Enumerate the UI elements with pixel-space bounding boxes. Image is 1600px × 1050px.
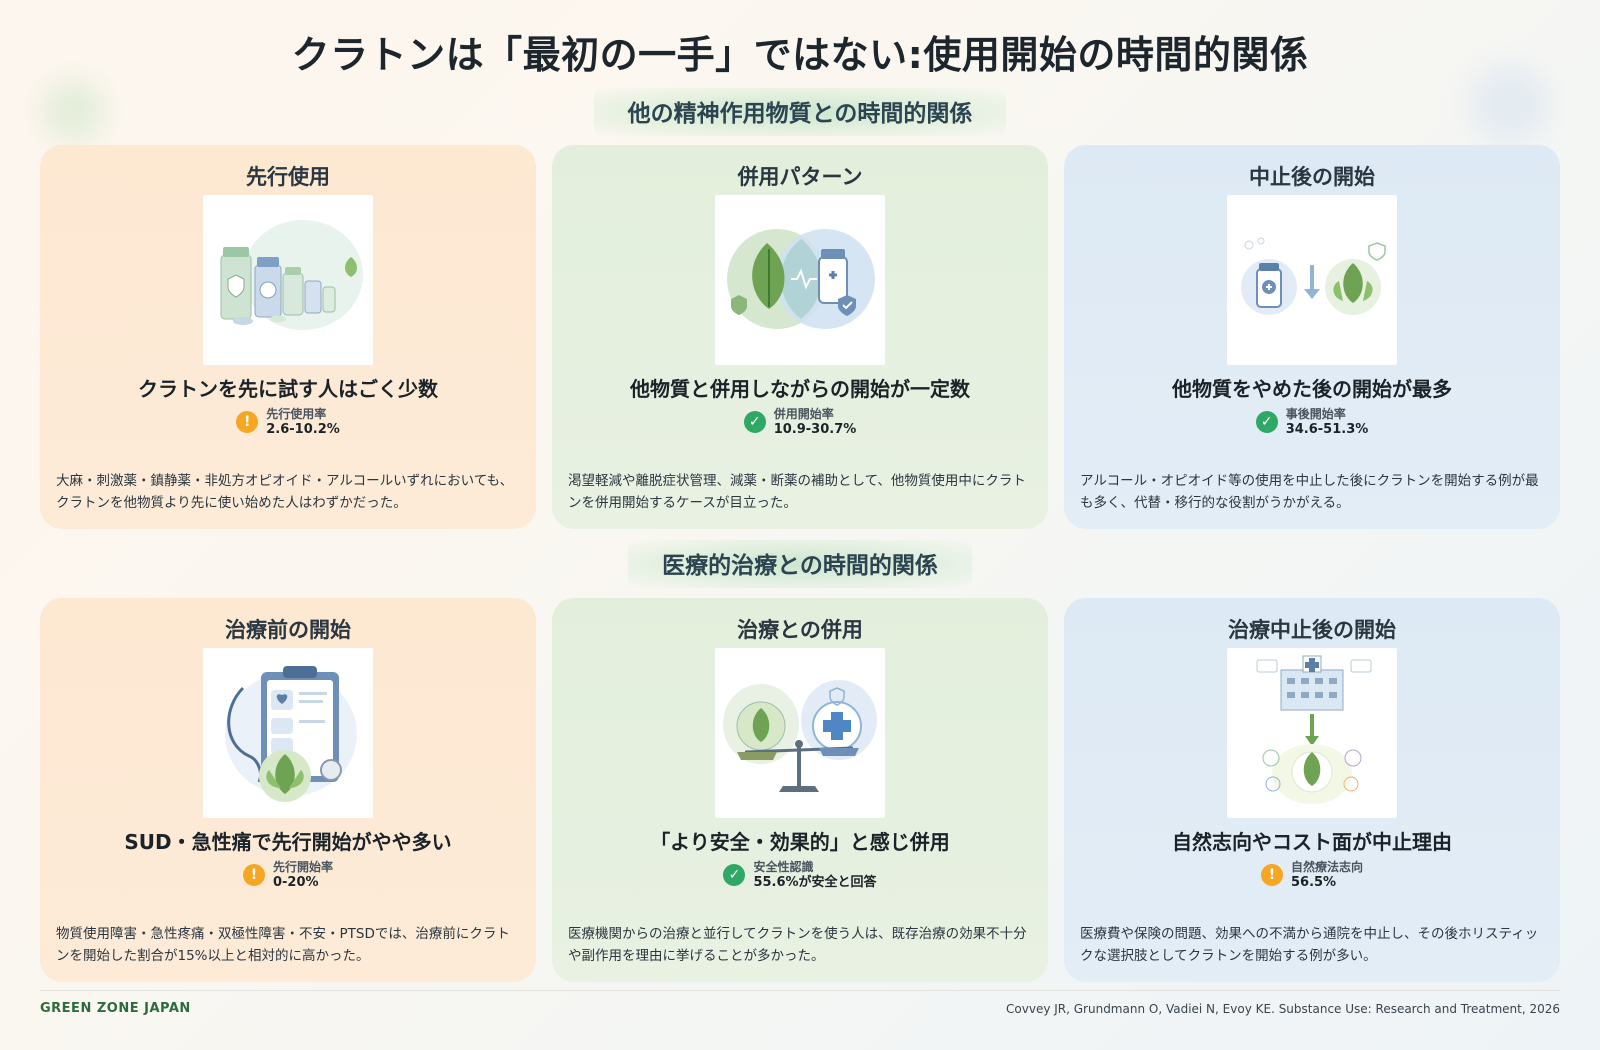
card-description: アルコール・オピオイド等の使用を中止した後にクラトンを開始する例が最も多く、代替… (1080, 473, 1539, 511)
card-title: 治療との併用 (737, 618, 863, 642)
stat-label: 自然療法志向 (1290, 860, 1363, 874)
card-headline: 他物質と併用しながらの開始が一定数 (630, 377, 970, 401)
check-icon: ✓ (1255, 411, 1278, 433)
medicine-bottles-illustration (203, 195, 373, 365)
card-before-treatment: 治療前の開始 SUD・急性痛で先行開始がやや多い (40, 598, 536, 982)
card-stat: ! 先行使用率 2.6-10.2% (40, 407, 536, 437)
card-headline: 他物質をやめた後の開始が最多 (1172, 377, 1452, 401)
stat-label: 安全性認識 (753, 860, 814, 874)
card-stat: ✓ 事後開始率 34.6-51.3% (1064, 407, 1560, 437)
card-description: 大麻・刺激薬・鎮静薬・非処方オピオイド・アルコールいずれにおいても、クラトンを他… (56, 473, 514, 511)
card-title: 治療前の開始 (225, 618, 351, 642)
check-icon: ✓ (743, 411, 766, 433)
card-stat: ! 先行開始率 0-20% (40, 860, 536, 890)
stat-label: 先行開始率 (272, 860, 333, 874)
stat-value: 34.6-51.3% (1285, 422, 1369, 437)
brand-name: GREEN ZONE JAPAN (40, 1001, 191, 1016)
balance-scale-illustration (715, 648, 885, 818)
stat-value: 10.9-30.7% (773, 422, 857, 437)
bottle-to-leaf-illustration (1227, 195, 1397, 365)
row-treatment: 治療前の開始 SUD・急性痛で先行開始がやや多い (40, 598, 1560, 982)
card-stat: ✓ 安全性認識 55.6%が安全と回答 (552, 860, 1048, 890)
warning-icon: ! (236, 411, 259, 433)
card-title: 中止後の開始 (1249, 165, 1375, 189)
citation: Covvey JR, Grundmann O, Vadiei N, Evoy K… (1006, 1002, 1560, 1016)
page-title: クラトンは「最初の一手」ではない:使用開始の時間的関係 (291, 33, 1309, 77)
card-after-treatment-stop: 治療中止後の開始 (1064, 598, 1560, 982)
card-concurrent-pattern: 併用パターン 他物質と併用しながらの開始が一定数 ✓ 併用開始率 (552, 145, 1048, 529)
check-icon: ✓ (723, 864, 746, 886)
row-substances: 先行使用 クラトンを先に試す人はごく少数 ! (40, 145, 1560, 529)
clipboard-stethoscope-illustration (203, 648, 373, 818)
venn-leaf-bottle-illustration (715, 195, 885, 365)
stat-label: 先行使用率 (266, 407, 327, 421)
stat-value: 56.5% (1290, 875, 1337, 890)
card-prior-use: 先行使用 クラトンを先に試す人はごく少数 ! (40, 145, 536, 529)
warning-icon: ! (242, 864, 265, 886)
stat-value: 2.6-10.2% (266, 422, 340, 437)
card-description: 医療費や保険の問題、効果への不満から通院を中止し、その後ホリスティックな選択肢と… (1080, 926, 1539, 964)
warning-icon: ! (1260, 864, 1283, 886)
card-description: 物質使用障害・急性疼痛・双極性障害・不安・PTSDでは、治療前にクラトンを開始し… (56, 926, 510, 964)
card-headline: 自然志向やコスト面が中止理由 (1172, 830, 1452, 854)
card-headline: クラトンを先に試す人はごく少数 (138, 377, 438, 401)
card-headline: SUD・急性痛で先行開始がやや多い (124, 830, 452, 854)
card-title: 併用パターン (737, 165, 863, 189)
footer-divider (40, 990, 1560, 991)
card-description: 渇望軽減や離脱症状管理、減薬・断薬の補助として、他物質使用中にクラトンを併用開始… (568, 473, 1026, 511)
card-with-treatment: 治療との併用 「より安全・効果的」と感じ併用 ✓ 安全性認 (552, 598, 1048, 982)
card-after-cessation: 中止後の開始 他物質をやめた後の開始が最多 ✓ 事後開始率 (1064, 145, 1560, 529)
stat-value: 55.6%が安全と回答 (753, 875, 877, 890)
card-stat: ✓ 併用開始率 10.9-30.7% (552, 407, 1048, 437)
stat-label: 併用開始率 (773, 407, 834, 421)
section-title-treatment: 医療的治療との時間的関係 (0, 540, 1600, 588)
card-title: 先行使用 (246, 165, 330, 189)
section-title-substances: 他の精神作用物質との時間的関係 (0, 88, 1600, 136)
stat-label: 事後開始率 (1285, 407, 1346, 421)
card-description: 医療機関からの治療と並行してクラトンを使う人は、既存治療の効果不十分や副作用を理… (568, 926, 1027, 964)
card-title: 治療中止後の開始 (1228, 618, 1396, 642)
card-headline: 「より安全・効果的」と感じ併用 (650, 830, 950, 854)
decor-blob-green (42, 80, 104, 142)
hospital-to-leaf-illustration (1227, 648, 1397, 818)
card-stat: ! 自然療法志向 56.5% (1064, 860, 1560, 890)
decor-blob-blue (1470, 64, 1550, 144)
stat-value: 0-20% (272, 875, 319, 890)
